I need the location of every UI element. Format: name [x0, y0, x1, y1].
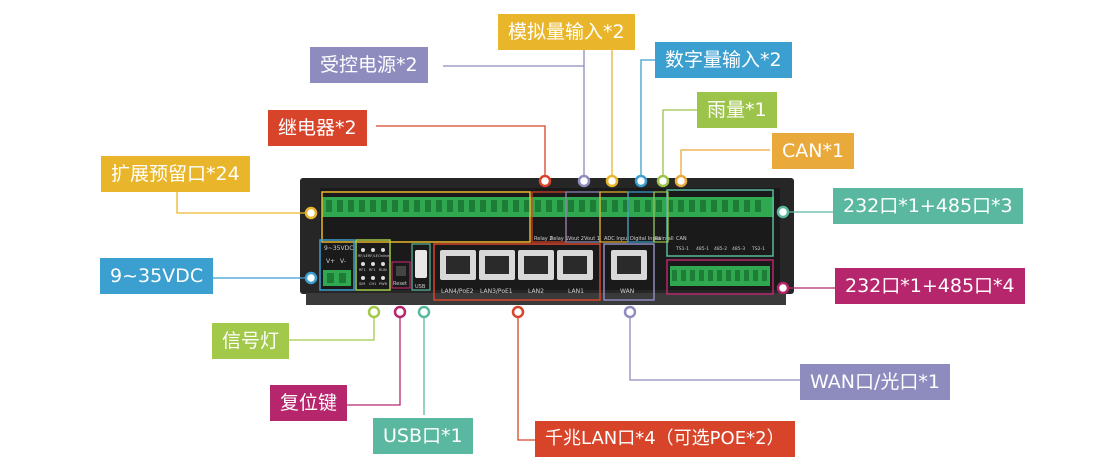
usb-text: USB	[415, 284, 426, 290]
term-label: Vout 1	[584, 236, 600, 242]
leader-rain	[662, 109, 697, 178]
vminus-text: V-	[340, 258, 346, 265]
wan-text: WAN	[620, 288, 634, 295]
lan2-text: LAN2	[528, 288, 544, 295]
label-lan: 千兆LAN口*4（可选POE*2）	[535, 421, 795, 457]
expansion-highlight	[321, 191, 531, 243]
led-label: PWR	[379, 282, 388, 286]
label-power: 9~35VDC	[100, 258, 214, 294]
led-label: RF/LE	[368, 254, 378, 258]
term-label: Relay 2	[534, 236, 553, 242]
lan1-text: LAN1	[568, 288, 584, 295]
marker-expansion	[304, 206, 318, 220]
reset-text: Reset	[393, 281, 407, 287]
label-digital-input: 数字量输入*2	[655, 42, 792, 78]
reset-block: Reset	[391, 261, 411, 289]
serial-label: TS2-1	[751, 246, 765, 252]
label-serial-top: 232口*1+485口*3	[833, 188, 1023, 224]
term-label: ADC Input	[604, 236, 629, 242]
led-label: RF/LE	[358, 254, 368, 258]
wan-block: WAN	[603, 243, 655, 301]
marker-reset	[393, 305, 407, 319]
term-label: Digital Input	[630, 236, 661, 242]
marker-controlled-power	[577, 174, 591, 188]
marker-power	[304, 271, 318, 285]
term-label: Relay 1	[550, 236, 569, 242]
marker-relay	[538, 174, 552, 188]
label-analog-input: 模拟量输入*2	[498, 14, 635, 50]
label-usb: USB口*1	[373, 418, 473, 454]
leader-signal	[288, 315, 375, 341]
leader-lan	[517, 315, 535, 441]
led-label: CH1	[369, 282, 376, 286]
label-serial-bottom: 232口*1+485口*4	[835, 268, 1025, 304]
led-label: RF1	[359, 268, 366, 272]
lan-block: LAN4/PoE2 LAN3/PoE1 LAN2 LAN1	[433, 243, 601, 301]
marker-rain	[656, 174, 670, 188]
marker-signal	[367, 305, 381, 319]
serial-label: 485-1	[696, 246, 709, 252]
reset-button[interactable]	[396, 266, 406, 276]
label-wan: WAN口/光口*1	[800, 364, 950, 400]
label-relay: 继电器*2	[268, 110, 367, 146]
leader-digital	[640, 59, 655, 178]
label-controlled-power: 受控电源*2	[310, 47, 428, 83]
led-label: SIM	[359, 282, 365, 286]
term-label: Vout 2	[568, 236, 584, 242]
led-block: RF/LE RF/LE Online RF1 RF1 RUN SIM CH1 P…	[355, 239, 391, 291]
lan3-text: LAN3/PoE1	[480, 288, 513, 295]
label-reset-key: 复位键	[270, 385, 348, 421]
term-label: Rainfall	[655, 236, 674, 242]
label-can: CAN*1	[772, 133, 855, 169]
marker-analog	[605, 174, 619, 188]
led-label: Online	[378, 254, 389, 258]
serial-label: TS1-1	[675, 246, 689, 252]
leader-reset	[344, 315, 401, 406]
marker-digital	[634, 174, 648, 188]
marker-lan	[511, 305, 525, 319]
top-terminal-strip	[322, 197, 774, 217]
label-signal-light: 信号灯	[212, 323, 290, 359]
term-label: CAN	[676, 236, 687, 242]
marker-wan	[623, 305, 637, 319]
serial-terminal-block	[666, 189, 774, 295]
serial-label: 485-2	[714, 246, 727, 252]
lan4-text: LAN4/PoE2	[441, 288, 474, 295]
leader-relay	[376, 125, 546, 178]
usb-port[interactable]	[415, 250, 427, 278]
usb-block: USB	[411, 243, 431, 291]
led-label: RUN	[379, 268, 387, 272]
label-expansion: 扩展预留口*24	[101, 156, 250, 192]
led-label: RF1	[369, 268, 376, 272]
leader-wan	[629, 318, 800, 381]
leader-can	[680, 149, 770, 178]
label-rain-gauge: 雨量*1	[697, 92, 777, 128]
marker-serial-top	[776, 205, 790, 219]
vplus-text: V+	[326, 258, 335, 265]
marker-usb	[417, 305, 431, 319]
marker-serial-bottom	[776, 281, 790, 295]
marker-can	[674, 174, 688, 188]
power-text: 9~35VDC	[324, 245, 353, 252]
serial-label: 485-3	[732, 246, 745, 252]
power-block: 9~35VDC V+ V-	[319, 239, 355, 291]
